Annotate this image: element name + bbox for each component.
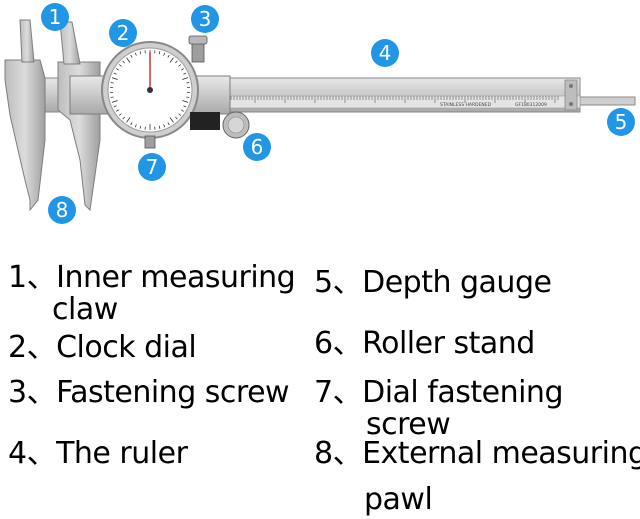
legend-item-5: 5、Depth gauge [314,265,552,300]
legend-text: Depth gauge [362,265,552,300]
legend-text: External measuring [362,436,640,471]
legend-item-3: 3、Fastening screw [8,375,290,410]
legend-item-6: 6、Roller stand [314,328,535,360]
marker-4: 4 [371,39,399,67]
ruler-ticks [224,96,559,103]
legend-number: 6、 [314,326,363,361]
legend-number: 8、 [314,436,363,471]
legend-text-wrap: pawl [364,482,433,517]
legend-item-7: 7、Dial fastening screw [314,377,563,441]
legend-text: Dial fastening [362,375,563,410]
svg-text:3: 3 [199,7,212,31]
marker-3: 3 [191,5,219,33]
fixed-jaw [4,19,46,212]
svg-text:7: 7 [146,155,159,179]
legend-number: 1、 [8,260,57,295]
svg-text:6: 6 [251,135,264,159]
roller-stand [190,111,250,139]
marker-6: 6 [243,133,271,161]
marker-8: 8 [48,196,76,224]
legend-text: Roller stand [362,326,535,361]
svg-text:5: 5 [615,110,628,134]
legend-text: Clock dial [56,330,197,365]
beam-text-right: GF180312009 [515,102,547,108]
legend-text: Inner measuring [56,260,296,295]
svg-text:1: 1 [49,5,62,29]
legend-text-wrap: claw [52,292,118,327]
caliper-diagram: STAINLESS HARDENED GF180312009 [4,3,636,224]
legend-item-2: 2、Clock dial [8,330,197,365]
svg-text:8: 8 [56,198,69,222]
depth-gauge-rod [574,96,636,106]
marker-7: 7 [138,153,166,181]
legend-item-8: 8、External measuring pawl [314,438,640,516]
legend-number: 4、 [8,436,57,471]
dial-fastening-screw [144,135,156,149]
marker-2: 2 [109,19,137,47]
marker-1: 1 [41,3,69,31]
legend-text: Fastening screw [56,375,290,410]
svg-text:4: 4 [379,41,392,65]
legend-number: 2、 [8,330,57,365]
legend-number: 5、 [314,265,363,300]
fastening-screw [188,35,208,63]
legend-text-wrap: screw [366,407,451,442]
svg-text:2: 2 [117,21,130,45]
beam-text-left: STAINLESS HARDENED [440,102,492,108]
marker-5: 5 [607,108,635,136]
legend-number: 3、 [8,375,57,410]
legend-item-4: 4、The ruler [8,436,188,471]
legend-item-1: 1、Inner measuring claw [8,260,296,327]
legend-text: The ruler [56,436,188,471]
legend-number: 7、 [314,375,363,410]
clock-dial [101,41,199,139]
